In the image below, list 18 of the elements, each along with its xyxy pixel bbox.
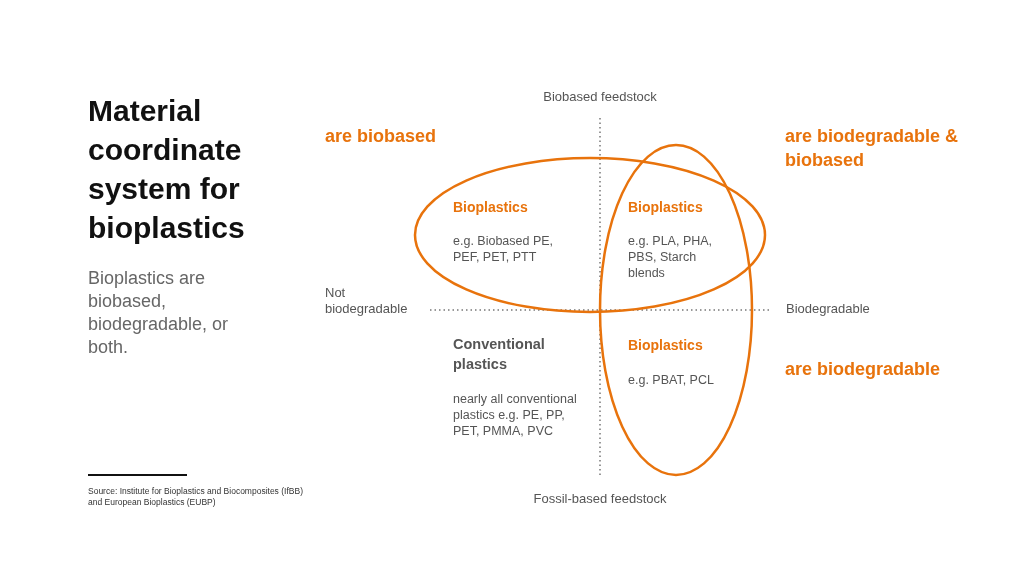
quadrant-heading: Bioplastics [628, 336, 704, 354]
subtitle: Bioplastics are biobased, biodegradable, or both. [88, 267, 230, 359]
axis-label: Fossil-based feedstock [532, 491, 668, 507]
set-label: are biodegradable [785, 358, 942, 381]
quadrant-heading: Conventional plastics [453, 335, 546, 374]
quadrant-heading: Bioplastics [453, 198, 529, 216]
source-note: Source: Institute for Bioplastics and Biocomposites (IfBB) and European Bioplastics (EUBP) [88, 486, 304, 508]
title: Material coordinate system for bioplastics [88, 93, 246, 246]
example-text: e.g. PLA, PHA, PBS, Starch blends [628, 233, 714, 281]
axis-label: Not biodegradable [325, 285, 409, 317]
example-text: nearly all conventional plastics e.g. PE, PP, PET, PMMA, PVC [453, 391, 578, 439]
axis-label: Biobased feedstock [542, 89, 658, 105]
axis-label: Biodegradable [786, 301, 871, 317]
set-label: are biodegradable & biobased [785, 125, 960, 172]
example-text: e.g. PBAT, PCL [628, 372, 715, 388]
quadrant-heading: Bioplastics [628, 198, 704, 216]
set-label: are biobased [325, 125, 438, 148]
example-text: e.g. Biobased PE, PEF, PET, PTT [453, 233, 555, 265]
